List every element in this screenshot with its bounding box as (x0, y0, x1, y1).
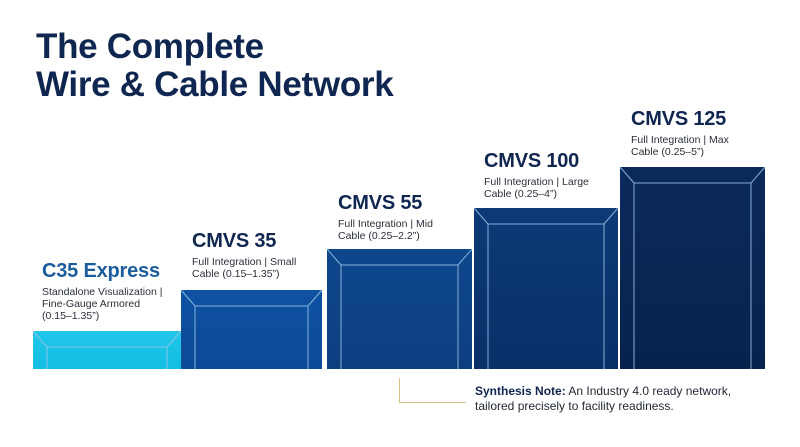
tier-label-cmvs-125: CMVS 125 Full Integration | Max Cable (0… (631, 108, 729, 158)
tier-bar-bevel (619, 166, 766, 369)
tier-label-cmvs-100: CMVS 100 Full Integration | Large Cable … (484, 150, 589, 200)
tier-bar-cmvs-35 (180, 289, 323, 369)
tier-description: Full Integration | Mid Cable (0.25–2.2”) (338, 218, 433, 242)
note-bracket-line (399, 378, 466, 403)
tier-bar-face (181, 290, 322, 369)
tier-name: C35 Express (42, 260, 160, 282)
tier-description: Full Integration | Small Cable (0.15–1.3… (192, 256, 297, 280)
title-line-2: Wire & Cable Network (36, 65, 394, 104)
tier-label-cmvs-35: CMVS 35 Full Integration | Small Cable (… (192, 230, 296, 280)
note-line-2: tailored precisely to facility readiness… (475, 399, 674, 413)
tier-description: Full Integration | Large Cable (0.25–4”) (484, 176, 589, 200)
tier-name: CMVS 35 (192, 230, 277, 252)
tier-label-c35-express: C35 Express Standalone Visualization | F… (42, 260, 162, 322)
note-label: Synthesis Note: (475, 384, 566, 398)
tier-bar-cmvs-100 (473, 207, 619, 369)
tier-bar-face (327, 249, 472, 369)
page-title: The Complete Wire & Cable Network (36, 27, 394, 104)
tier-name: CMVS 100 (484, 150, 580, 172)
tier-bar-cmvs-55 (326, 248, 473, 369)
tier-name: CMVS 55 (338, 192, 423, 214)
tier-bar-c35-express (32, 330, 182, 369)
tier-bar-face (33, 331, 181, 369)
synthesis-note: Synthesis Note: An Industry 4.0 ready ne… (475, 384, 731, 414)
tier-description: Standalone Visualization | Fine-Gauge Ar… (42, 286, 163, 322)
tier-bar-bevel (326, 248, 473, 369)
tier-name: CMVS 125 (631, 108, 727, 130)
title-line-1: The Complete (36, 27, 264, 66)
tier-bar-bevel (473, 207, 619, 369)
tier-bar-cmvs-125 (619, 166, 766, 369)
note-line-1: An Industry 4.0 ready network, (568, 384, 732, 398)
tier-bar-face (474, 208, 618, 369)
tier-bar-bevel (32, 330, 182, 369)
tier-description: Full Integration | Max Cable (0.25–5”) (631, 134, 729, 158)
tier-label-cmvs-55: CMVS 55 Full Integration | Mid Cable (0.… (338, 192, 433, 242)
tier-bar-face (620, 167, 765, 369)
tier-bar-bevel (180, 289, 323, 369)
